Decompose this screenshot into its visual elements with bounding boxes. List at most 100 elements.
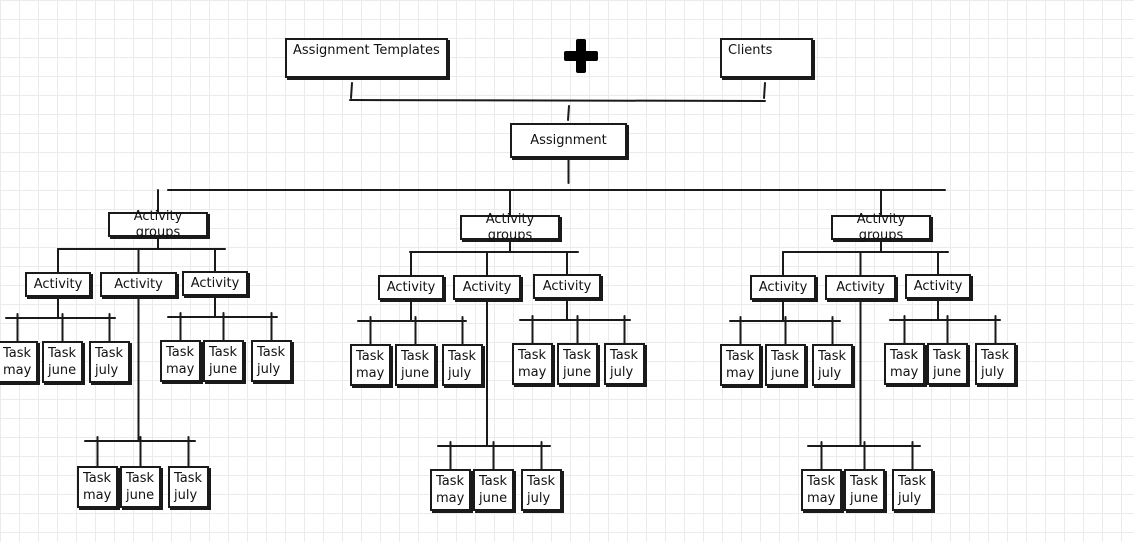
task-month: july (95, 363, 119, 378)
task-box-1-1-3: Task july (89, 341, 130, 383)
task-month: june (771, 366, 800, 381)
task-label: Task (771, 349, 800, 364)
task-box-3-2-2: Task june (844, 469, 885, 511)
task-box-2-3-3: Task july (604, 343, 645, 385)
activity-box-1-1: Activity (25, 272, 91, 297)
activity-box-2-1: Activity (378, 275, 444, 300)
task-box-1-3-1: Task may (160, 340, 201, 382)
activity-box-3-1: Activity (750, 275, 816, 300)
task-month: june (850, 491, 879, 506)
task-box-2-2-2: Task june (473, 469, 514, 511)
task-box-1-2-3: Task july (168, 466, 209, 508)
task-box-2-2-3: Task july (521, 469, 562, 511)
task-label: Task (527, 474, 556, 489)
task-month: july (257, 362, 281, 377)
task-label: Task (3, 346, 32, 361)
activity-group-box-2: Activity groups (460, 212, 560, 243)
task-month: may (83, 488, 112, 503)
task-box-1-2-2: Task june (120, 466, 161, 508)
activity-box-1-2: Activity (100, 272, 177, 297)
task-label: Task (95, 346, 124, 361)
task-month: may (436, 491, 465, 506)
task-month: june (48, 363, 77, 378)
task-box-1-1-1: Task may (0, 341, 38, 383)
task-box-2-1-3: Task july (442, 344, 483, 386)
task-box-1-2-1: Task may (77, 466, 118, 508)
task-box-2-3-2: Task june (557, 343, 598, 385)
task-month: may (3, 363, 32, 378)
task-month: may (356, 366, 385, 381)
task-month: june (126, 488, 155, 503)
activity-group-box-3: Activity groups (831, 212, 931, 243)
task-month: june (479, 491, 508, 506)
connector-clients-drop (763, 82, 766, 99)
task-label: Task (48, 346, 77, 361)
task-label: Task (209, 345, 238, 360)
task-label: Task (898, 474, 927, 489)
task-label: Task (850, 474, 879, 489)
task-month: may (726, 366, 755, 381)
assignment-box: Assignment (510, 123, 627, 158)
task-label: Task (436, 474, 465, 489)
task-month: july (448, 366, 472, 381)
task-box-2-1-2: Task june (395, 344, 436, 386)
activity-box-2-3: Activity (533, 274, 601, 299)
plus-icon (562, 37, 600, 79)
task-label: Task (166, 345, 195, 360)
task-month: june (563, 365, 592, 380)
task-label: Task (807, 474, 836, 489)
task-label: Task (610, 348, 639, 363)
task-box-1-3-3: Task july (251, 340, 292, 382)
task-label: Task (726, 349, 755, 364)
task-label: Task (356, 349, 385, 364)
task-label: Task (479, 474, 508, 489)
activity-box-1-3: Activity (182, 271, 248, 296)
task-month: june (933, 365, 962, 380)
task-label: Task (448, 349, 477, 364)
task-box-1-1-2: Task june (42, 341, 83, 383)
task-label: Task (126, 471, 155, 486)
task-box-3-1-2: Task june (765, 344, 806, 386)
task-box-2-2-1: Task may (430, 469, 471, 511)
task-box-2-3-1: Task may (512, 343, 553, 385)
activity-box-3-2: Activity (825, 275, 896, 300)
connector-to-assignment (567, 105, 570, 121)
task-month: may (518, 365, 547, 380)
task-box-3-2-3: Task july (892, 469, 933, 511)
task-label: Task (83, 471, 112, 486)
task-label: Task (818, 349, 847, 364)
assignment-templates-box: Assignment Templates (285, 38, 448, 78)
task-month: july (981, 365, 1005, 380)
activity-group-box-1: Activity groups (108, 209, 208, 240)
task-box-2-1-1: Task may (350, 344, 391, 386)
activity-box-2-2: Activity (453, 275, 521, 300)
task-box-3-2-1: Task may (801, 469, 842, 511)
task-label: Task (563, 348, 592, 363)
task-label: Task (981, 348, 1010, 363)
connector-templates-drop (350, 82, 353, 99)
task-month: may (807, 491, 836, 506)
task-box-3-1-3: Task july (812, 344, 853, 386)
connector-top-bar (349, 99, 766, 102)
task-month: july (898, 491, 922, 506)
task-month: july (527, 491, 551, 506)
activity-box-3-3: Activity (905, 274, 971, 299)
task-month: july (818, 366, 842, 381)
task-month: july (174, 488, 198, 503)
task-box-3-3-1: Task may (884, 343, 925, 385)
task-month: july (610, 365, 634, 380)
task-label: Task (518, 348, 547, 363)
task-month: june (401, 366, 430, 381)
clients-box: Clients (720, 38, 813, 78)
task-label: Task (933, 348, 962, 363)
task-box-3-3-2: Task june (927, 343, 968, 385)
task-label: Task (257, 345, 286, 360)
task-label: Task (401, 349, 430, 364)
task-month: may (890, 365, 919, 380)
task-month: may (166, 362, 195, 377)
task-label: Task (174, 471, 203, 486)
task-label: Task (890, 348, 919, 363)
